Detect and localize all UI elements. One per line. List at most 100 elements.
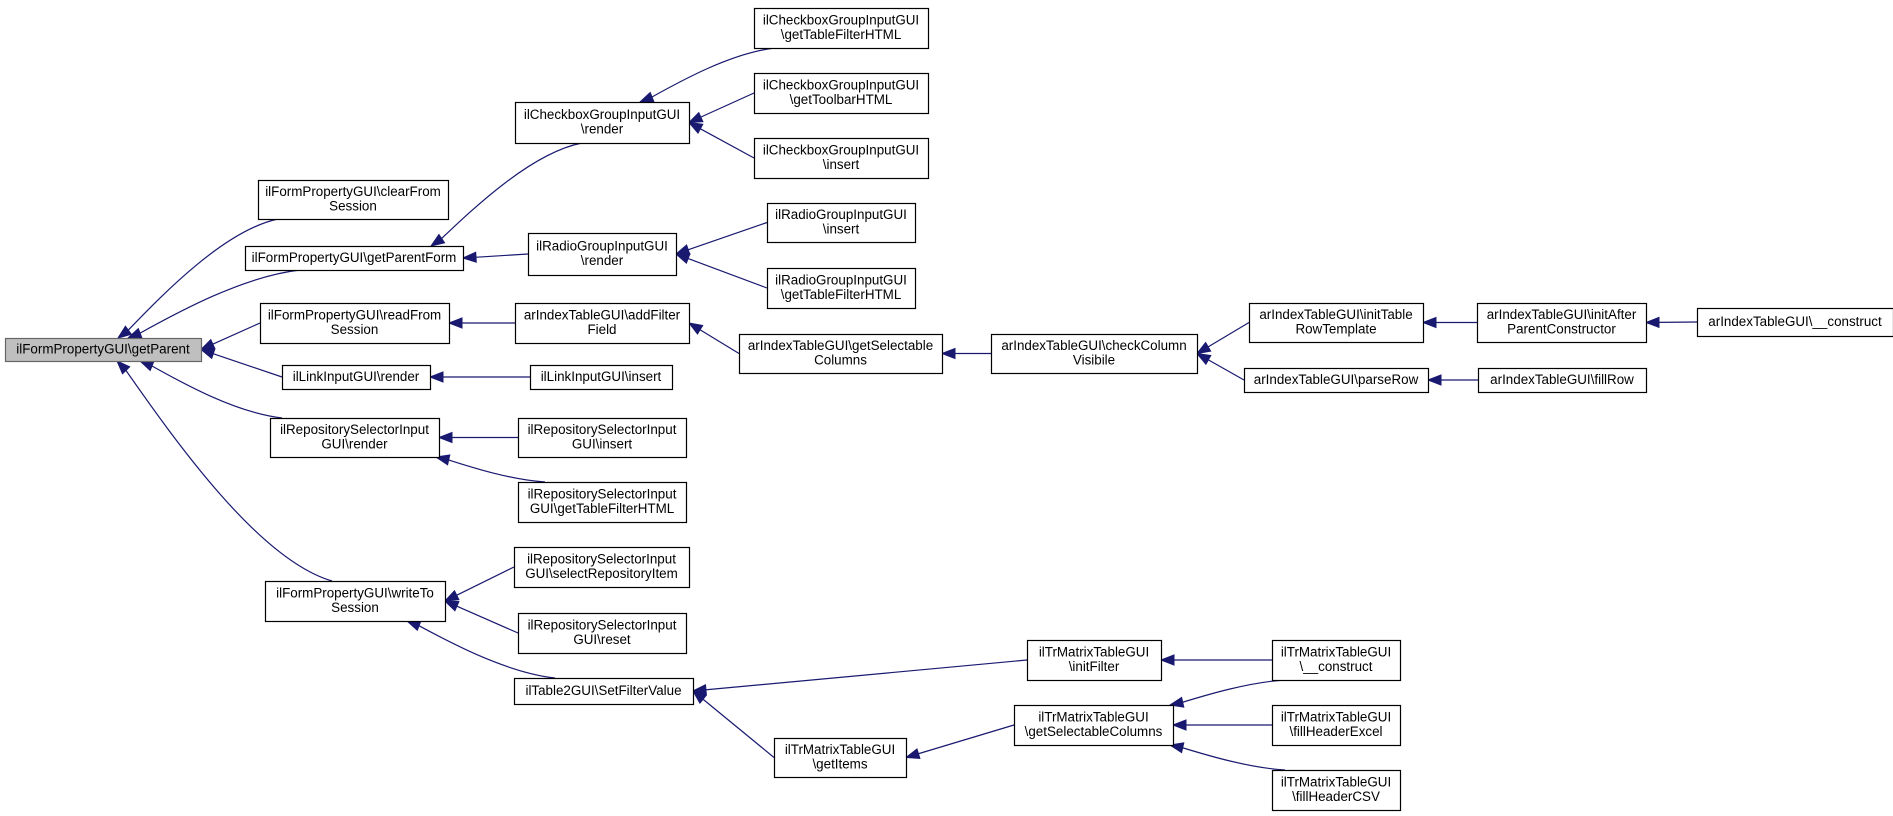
- node-label: \initFilter: [1069, 659, 1120, 674]
- node-label: Field: [587, 322, 616, 337]
- edge-line: [650, 47, 776, 99]
- graph-node[interactable]: ilCheckboxGroupInputGUI\getToolbarHTML: [753, 72, 930, 115]
- edge-line: [455, 605, 519, 634]
- arrowhead-icon: [674, 244, 691, 256]
- graph-edge: [687, 92, 755, 124]
- graph-node[interactable]: arIndexTableGUI\getSelectableColumns: [738, 333, 944, 375]
- edge-line: [440, 142, 583, 240]
- node-label: \fillHeaderCSV: [1292, 789, 1380, 804]
- graph-node[interactable]: ilTrMatrixTableGUI\getSelectableColumns: [1013, 704, 1175, 747]
- graph-edge: [116, 360, 333, 582]
- graph-node[interactable]: ilFormPropertyGUI\getParentForm: [244, 245, 465, 272]
- graph-node[interactable]: ilCheckboxGroupInputGUI\insert: [753, 137, 930, 180]
- edge-line: [447, 459, 546, 483]
- node-box: [281, 364, 432, 391]
- node-label: arIndexTableGUI\getSelectable: [748, 338, 933, 353]
- graph-node[interactable]: ilRadioGroupInputGUI\getTableFilterHTML: [766, 267, 917, 310]
- graph-edge: [1421, 316, 1477, 329]
- node-label: ilTrMatrixTableGUI: [785, 742, 895, 757]
- graph-node[interactable]: arIndexTableGUI\initAfterParentConstruct…: [1476, 302, 1648, 344]
- graph-node[interactable]: arIndexTableGUI\__construct: [1696, 307, 1893, 338]
- node-box: [990, 333, 1199, 375]
- graph-node[interactable]: ilTrMatrixTableGUI\fillHeaderExcel: [1271, 704, 1402, 747]
- graph-edge: [687, 322, 740, 355]
- arrowhead-icon: [428, 371, 444, 383]
- node-label: ilRepositorySelectorInput: [280, 422, 429, 437]
- graph-node[interactable]: ilCheckboxGroupInputGUI\render: [514, 101, 691, 145]
- node-label: GUI\reset: [573, 632, 631, 647]
- graph-node[interactable]: ilFormPropertyGUI\getParent: [4, 337, 203, 363]
- edge-line: [917, 724, 1015, 755]
- node-label: ilTrMatrixTableGUI: [1039, 645, 1149, 660]
- graph-edge: [437, 431, 518, 444]
- graph-node[interactable]: ilRepositorySelectorInputGUI\selectRepos…: [513, 546, 691, 589]
- node-label: arIndexTableGUI\addFilter: [524, 308, 681, 323]
- edge-line: [699, 92, 755, 119]
- graph-edge: [687, 121, 755, 159]
- node-label: arIndexTableGUI\checkColumn: [1001, 338, 1186, 353]
- node-label: Session: [329, 199, 377, 214]
- node-box: [1271, 704, 1402, 747]
- graph-node[interactable]: ilCheckboxGroupInputGUI\getTableFilterHT…: [753, 7, 930, 50]
- arrowhead-icon: [687, 111, 704, 124]
- edge-layer: [116, 47, 1698, 771]
- graph-node[interactable]: ilTrMatrixTableGUI\getItems: [773, 737, 908, 779]
- graph-node[interactable]: ilRadioGroupInputGUI\insert: [766, 202, 917, 244]
- edge-line: [417, 624, 556, 679]
- graph-node[interactable]: ilLinkInputGUI\insert: [529, 364, 674, 391]
- node-label: arIndexTableGUI\initTable: [1259, 307, 1412, 322]
- node-label: \__construct: [1300, 659, 1373, 674]
- node-label: ilFormPropertyGUI\writeTo: [276, 586, 434, 601]
- graph-node[interactable]: ilRepositorySelectorInputGUI\getTableFil…: [517, 481, 688, 524]
- node-box: [269, 417, 441, 459]
- arrowhead-icon: [1644, 316, 1660, 329]
- node-label: \render: [581, 122, 624, 137]
- graph-edge: [434, 454, 546, 483]
- arrowhead-icon: [674, 253, 691, 265]
- node-box: [513, 546, 691, 589]
- arrowhead-icon: [116, 325, 133, 339]
- graph-node[interactable]: ilTrMatrixTableGUI\initFilter: [1026, 639, 1163, 682]
- arrowhead-icon: [687, 322, 704, 335]
- node-box: [527, 232, 678, 277]
- arrowhead-icon: [1159, 654, 1175, 666]
- edge-line: [455, 566, 515, 597]
- graph-edge: [1644, 316, 1698, 329]
- node-box: [753, 72, 930, 115]
- graph-node[interactable]: ilTrMatrixTableGUI\__construct: [1271, 639, 1402, 682]
- arrowhead-icon: [199, 338, 216, 351]
- node-label: ilLinkInputGUI\insert: [541, 369, 662, 384]
- edge-line: [1181, 679, 1286, 704]
- graph-node[interactable]: ilRadioGroupInputGUI\render: [527, 232, 678, 277]
- node-label: ilCheckboxGroupInputGUI: [763, 78, 919, 93]
- edge-line: [212, 352, 283, 378]
- graph-node[interactable]: ilLinkInputGUI\render: [281, 364, 432, 391]
- graph-node[interactable]: ilTrMatrixTableGUI\fillHeaderCSV: [1271, 769, 1402, 812]
- arrowhead-icon: [1426, 374, 1442, 386]
- graph-edge: [443, 566, 515, 602]
- node-box: [766, 202, 917, 244]
- node-box: [753, 137, 930, 180]
- node-box: [517, 612, 688, 655]
- graph-node[interactable]: arIndexTableGUI\fillRow: [1477, 367, 1648, 394]
- node-label: ilRadioGroupInputGUI: [775, 207, 907, 222]
- node-label: ilCheckboxGroupInputGUI: [763, 13, 919, 28]
- node-label: ilTrMatrixTableGUI: [1038, 710, 1148, 725]
- graph-edge: [199, 322, 261, 351]
- node-label: \render: [581, 253, 624, 268]
- node-label: RowTemplate: [1295, 322, 1376, 337]
- graph-node[interactable]: arIndexTableGUI\parseRow: [1243, 367, 1430, 394]
- edge-line: [1181, 746, 1286, 771]
- graph-edge: [1168, 742, 1286, 771]
- graph-node[interactable]: ilTable2GUI\SetFilterValue: [513, 677, 695, 706]
